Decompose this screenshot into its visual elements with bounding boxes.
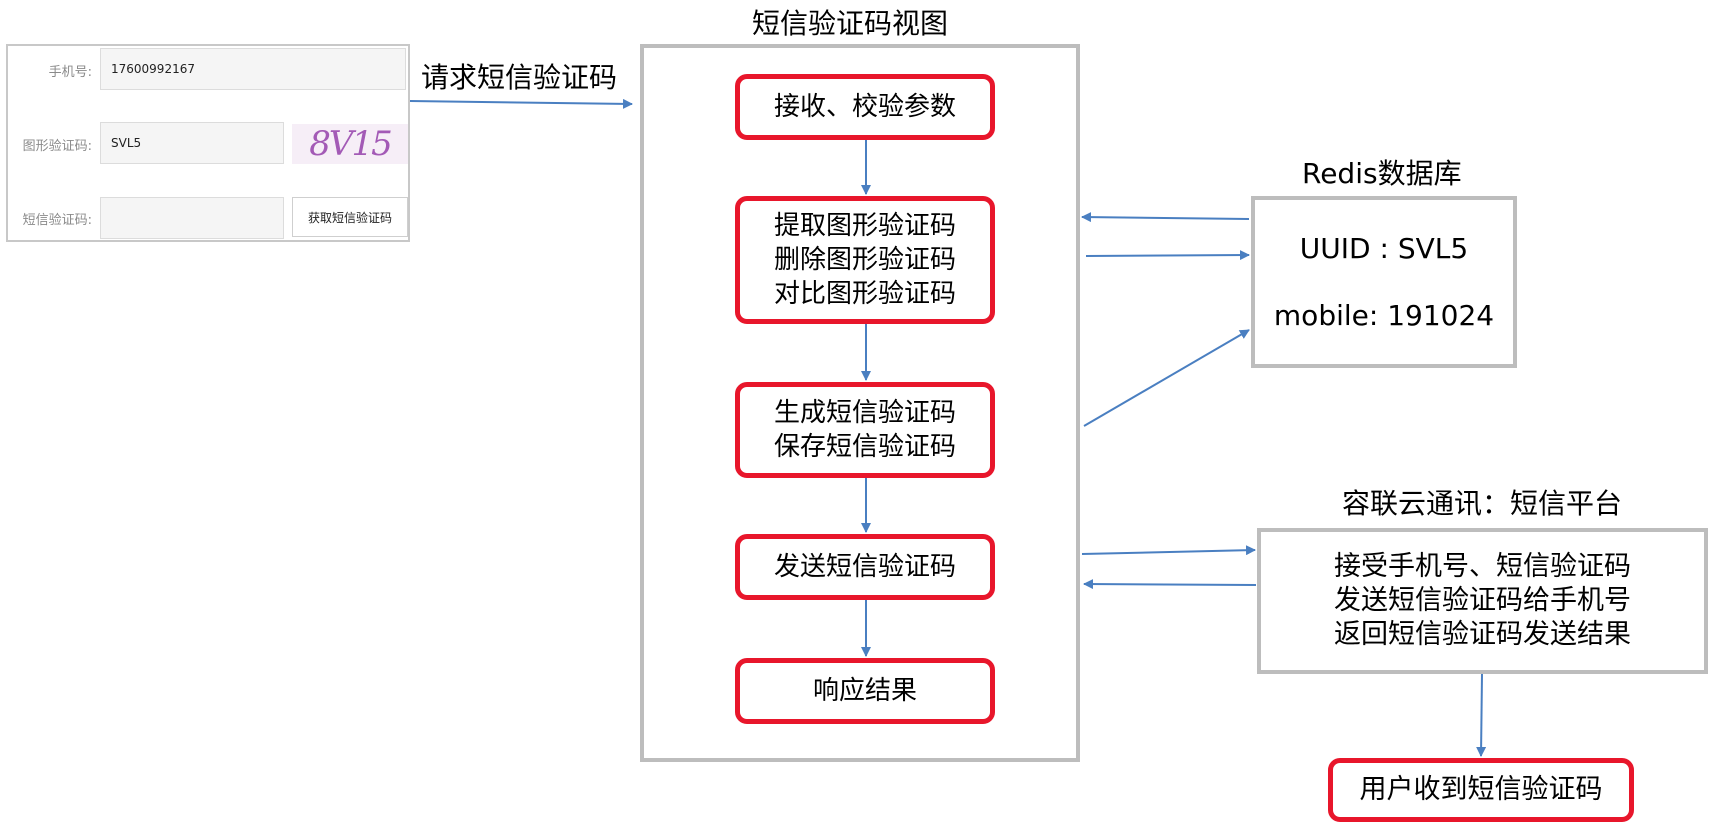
step-line: 接收、校验参数 <box>773 92 956 122</box>
image-code-input[interactable]: SVL5 <box>100 122 284 164</box>
platform-line: 发送短信验证码给手机号 <box>1334 585 1631 616</box>
arrow-platform-to-view <box>1083 579 1257 590</box>
step-line: 删除图形验证码 <box>773 245 956 275</box>
arrow-request <box>409 98 633 109</box>
user-received-box: 用户收到短信验证码 <box>1328 758 1634 822</box>
step-line: 对比图形验证码 <box>773 279 956 309</box>
arrow-platform-to-user <box>1476 673 1487 757</box>
sms-platform-title: 容联云通讯：短信平台 <box>1342 487 1623 520</box>
sms-code-input[interactable] <box>100 197 284 239</box>
image-code-label: 图形验证码: <box>22 139 92 154</box>
step-image-code: 提取图形验证码 删除图形验证码 对比图形验证码 <box>735 196 995 324</box>
phone-input[interactable]: 17600992167 <box>100 48 406 90</box>
arrow-view-to-platform <box>1081 545 1256 556</box>
sms-platform-box: 接受手机号、短信验证码 发送短信验证码给手机号 返回短信验证码发送结果 <box>1257 528 1708 674</box>
step-receive-validate: 接收、校验参数 <box>735 74 995 140</box>
step-line: 响应结果 <box>812 676 917 706</box>
sms-code-label: 短信验证码: <box>22 213 92 228</box>
arrow-view-to-redis <box>1085 250 1250 261</box>
step-line: 提取图形验证码 <box>773 211 956 241</box>
platform-line: 接受手机号、短信验证码 <box>1334 551 1631 582</box>
captcha-image[interactable]: 8V15 <box>292 124 408 164</box>
step-generate-save: 生成短信验证码 保存短信验证码 <box>735 382 995 478</box>
step-line: 发送短信验证码 <box>773 552 956 582</box>
sms-form-panel: 手机号: 17600992167 图形验证码: SVL5 8V15 短信验证码:… <box>6 44 410 242</box>
step-line: 保存短信验证码 <box>773 432 956 462</box>
phone-label: 手机号: <box>48 65 92 80</box>
step-line: 生成短信验证码 <box>773 398 956 428</box>
redis-box: UUID : SVL5 mobile: 191024 <box>1251 196 1517 368</box>
platform-line: 返回短信验证码发送结果 <box>1334 619 1631 650</box>
arrow-redis-to-view <box>1081 212 1250 223</box>
redis-title: Redis数据库 <box>1302 157 1462 190</box>
get-sms-code-button[interactable]: 获取短信验证码 <box>292 197 408 237</box>
view-title: 短信验证码视图 <box>752 7 949 40</box>
step-send: 发送短信验证码 <box>735 534 995 600</box>
user-received-text: 用户收到短信验证码 <box>1359 774 1603 805</box>
sms-view-container <box>640 44 1080 762</box>
step-respond: 响应结果 <box>735 658 995 724</box>
request-label: 请求短信验证码 <box>421 61 618 94</box>
redis-uuid-line: UUID : SVL5 <box>1299 232 1469 265</box>
redis-mobile-line: mobile: 191024 <box>1273 299 1495 332</box>
arrow-save-to-redis <box>1083 329 1250 427</box>
